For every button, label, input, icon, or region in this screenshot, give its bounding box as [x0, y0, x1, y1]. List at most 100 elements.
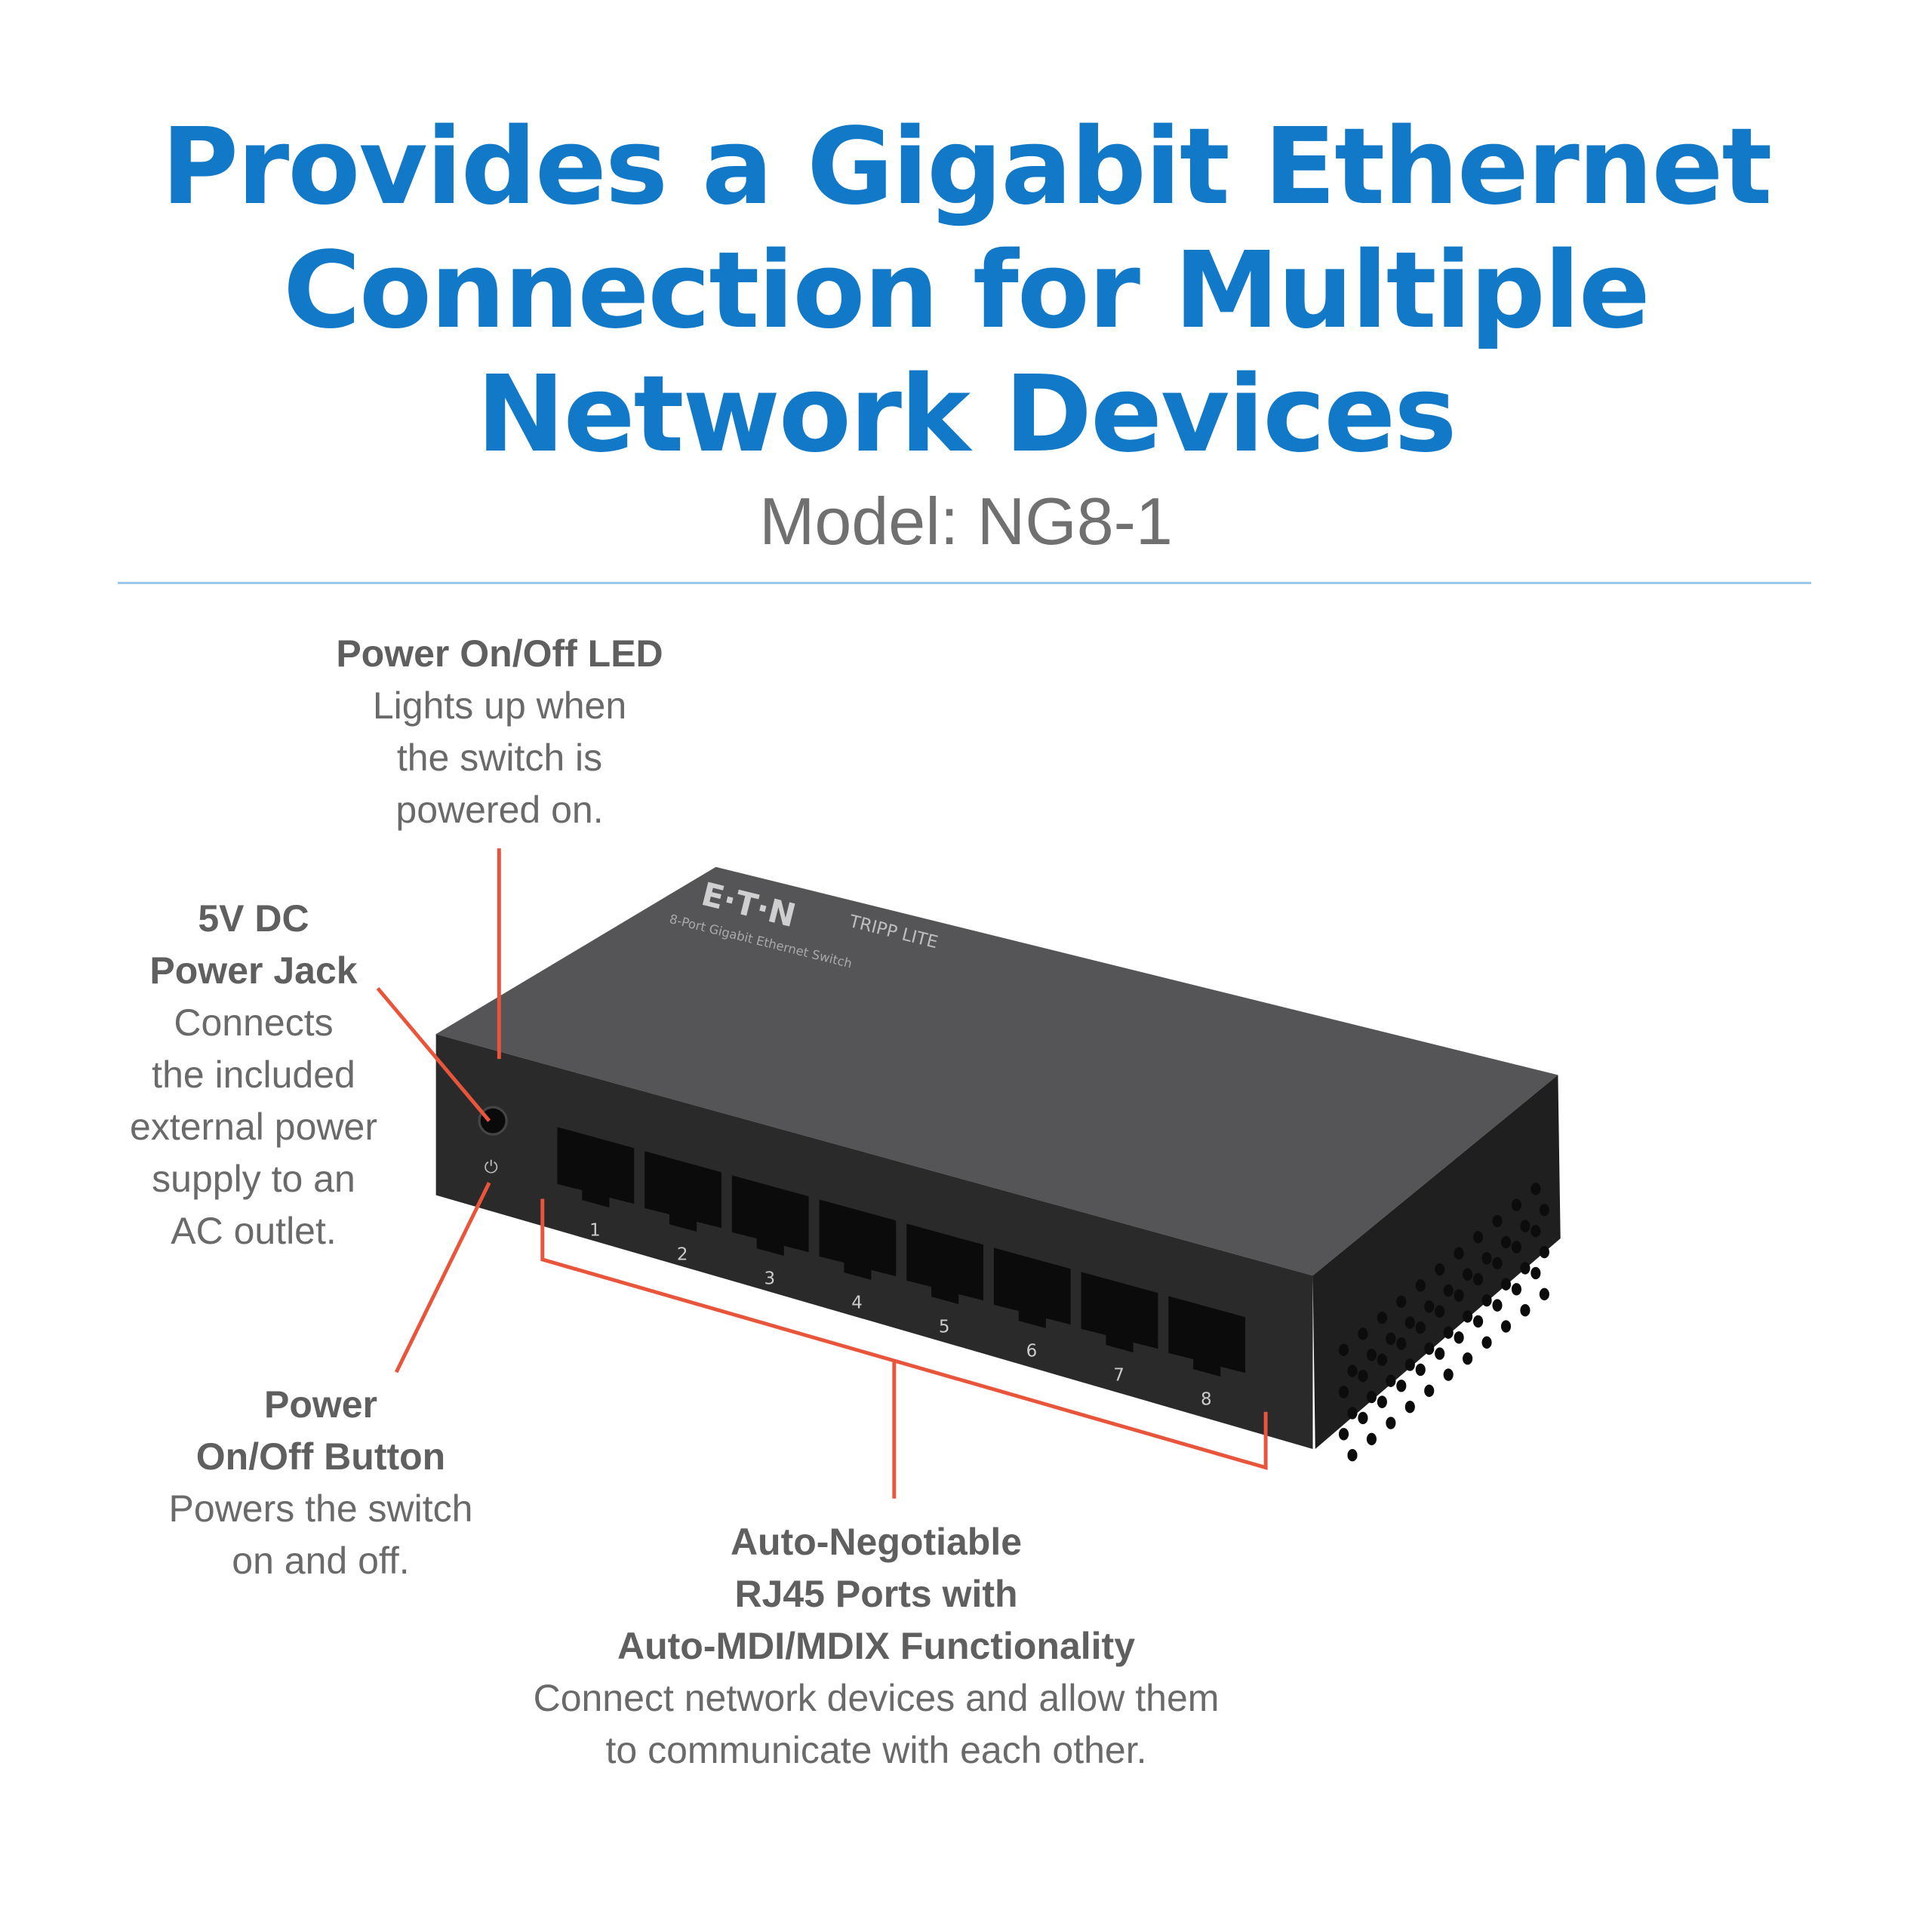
vent-hole [1454, 1247, 1464, 1260]
vent-hole [1358, 1327, 1368, 1340]
vent-hole [1463, 1310, 1473, 1323]
rj45-port: 4 [819, 1199, 897, 1313]
vent-hole [1424, 1300, 1435, 1313]
vent-hole [1338, 1386, 1349, 1398]
vent-hole [1481, 1336, 1492, 1349]
led-desc: the switch is [396, 737, 603, 779]
vent-hole [1443, 1368, 1454, 1381]
vent-hole [1511, 1283, 1521, 1296]
vent-hole [1443, 1284, 1454, 1297]
rj45-port: 3 [731, 1175, 809, 1289]
vent-hole [1539, 1204, 1549, 1217]
led-annotation: Power On/Off LED Lights up when the swit… [336, 628, 663, 836]
vent-hole [1511, 1241, 1521, 1254]
port-number: 4 [851, 1294, 863, 1313]
vent-hole [1404, 1358, 1415, 1371]
vent-hole [1463, 1352, 1473, 1365]
vent-hole [1415, 1321, 1426, 1334]
vent-hole [1404, 1316, 1415, 1329]
vent-hole [1396, 1295, 1407, 1308]
vent-hole [1347, 1364, 1358, 1377]
ports-annotation: Auto-Negotiable RJ45 Ports with Auto-MDI… [534, 1516, 1220, 1777]
led-title: Power On/Off LED [336, 632, 663, 675]
port-socket [993, 1247, 1071, 1328]
port-number: 7 [1113, 1366, 1124, 1386]
port-number: 1 [589, 1221, 601, 1241]
vent-hole [1473, 1315, 1484, 1328]
vent-hole [1366, 1390, 1377, 1404]
vent-hole [1500, 1278, 1512, 1291]
power-jack [478, 1106, 508, 1136]
vent-hole [1463, 1268, 1473, 1281]
vent-hole [1511, 1198, 1521, 1211]
port-socket [1081, 1272, 1158, 1352]
button-annotation: Power On/Off Button Powers the switch on… [169, 1379, 473, 1587]
vent-hole [1415, 1363, 1426, 1377]
vent-hole [1424, 1384, 1435, 1398]
vent-hole [1531, 1183, 1541, 1195]
button-title: Power [263, 1383, 378, 1426]
vent-hole [1531, 1224, 1541, 1238]
vent-hole [1473, 1272, 1484, 1286]
vent-hole [1347, 1449, 1358, 1462]
vent-hole [1500, 1320, 1512, 1333]
port-socket [819, 1199, 897, 1280]
vent-hole [1396, 1337, 1407, 1350]
ports-title: Auto-MDI/MDIX Functionality [617, 1625, 1136, 1667]
vent-hole [1366, 1432, 1377, 1446]
headline-line-3: Network Devices [476, 353, 1457, 476]
rj45-port: 7 [1081, 1272, 1158, 1386]
port-number: 8 [1201, 1390, 1212, 1410]
port-socket [906, 1223, 983, 1304]
vent-hole [1454, 1289, 1464, 1302]
vent-hole [1520, 1262, 1531, 1275]
vent-hole [1377, 1395, 1387, 1408]
model-number: Model: NG8-1 [759, 484, 1173, 558]
power-button-icon: ⏻ [485, 1158, 498, 1177]
port-number: 6 [1026, 1342, 1038, 1361]
ports-bracket [540, 1198, 1268, 1470]
vent-hole [1435, 1347, 1445, 1360]
rj45-port: 8 [1168, 1296, 1246, 1410]
rj45-port: 5 [906, 1223, 983, 1337]
vent-hole [1481, 1294, 1492, 1307]
vent-hole [1396, 1380, 1407, 1392]
vent-hole [1386, 1332, 1396, 1346]
led-desc: powered on. [395, 789, 604, 831]
vent-hole [1366, 1349, 1377, 1361]
rj45-port: 6 [993, 1247, 1071, 1361]
headline: Provides a Gigabit Ethernet Connection f… [0, 106, 1932, 477]
vent-hole [1358, 1369, 1368, 1383]
button-callout-line [394, 1182, 491, 1374]
vent-hole [1358, 1411, 1368, 1425]
vent-hole [1531, 1266, 1541, 1280]
port-number: 5 [939, 1318, 950, 1337]
port-number: 2 [677, 1245, 688, 1265]
jack-title: Power Jack [149, 949, 358, 992]
vent-hole [1424, 1342, 1435, 1355]
headline-line-1: Provides a Gigabit Ethernet [161, 106, 1773, 229]
vent-hole [1386, 1417, 1396, 1429]
button-desc: Powers the switch [168, 1487, 473, 1530]
vent-hole [1377, 1353, 1387, 1367]
ports-desc: to communicate with each other. [605, 1729, 1147, 1771]
jack-annotation: 5V DC Power Jack Connects the included e… [130, 893, 377, 1257]
ports-title: RJ45 Ports with [734, 1573, 1018, 1615]
port-socket [557, 1127, 635, 1208]
jack-desc: supply to an [152, 1158, 355, 1200]
vent-hole [1492, 1257, 1503, 1270]
vent-hole [1520, 1304, 1531, 1317]
vent-hole [1492, 1214, 1503, 1228]
jack-desc: external power [130, 1106, 377, 1148]
vent-hole [1338, 1343, 1349, 1356]
vent-hole [1500, 1235, 1512, 1249]
port-socket [645, 1151, 721, 1232]
vent-hole [1377, 1311, 1387, 1324]
jack-callout-line [376, 986, 491, 1122]
jack-desc: the included [152, 1054, 355, 1096]
vent-hole [1492, 1299, 1503, 1312]
vent-holes [1338, 1183, 1549, 1462]
ports-desc: Connect network devices and allow them [533, 1677, 1220, 1719]
headline-line-2: Connection for Multiple [283, 229, 1651, 352]
